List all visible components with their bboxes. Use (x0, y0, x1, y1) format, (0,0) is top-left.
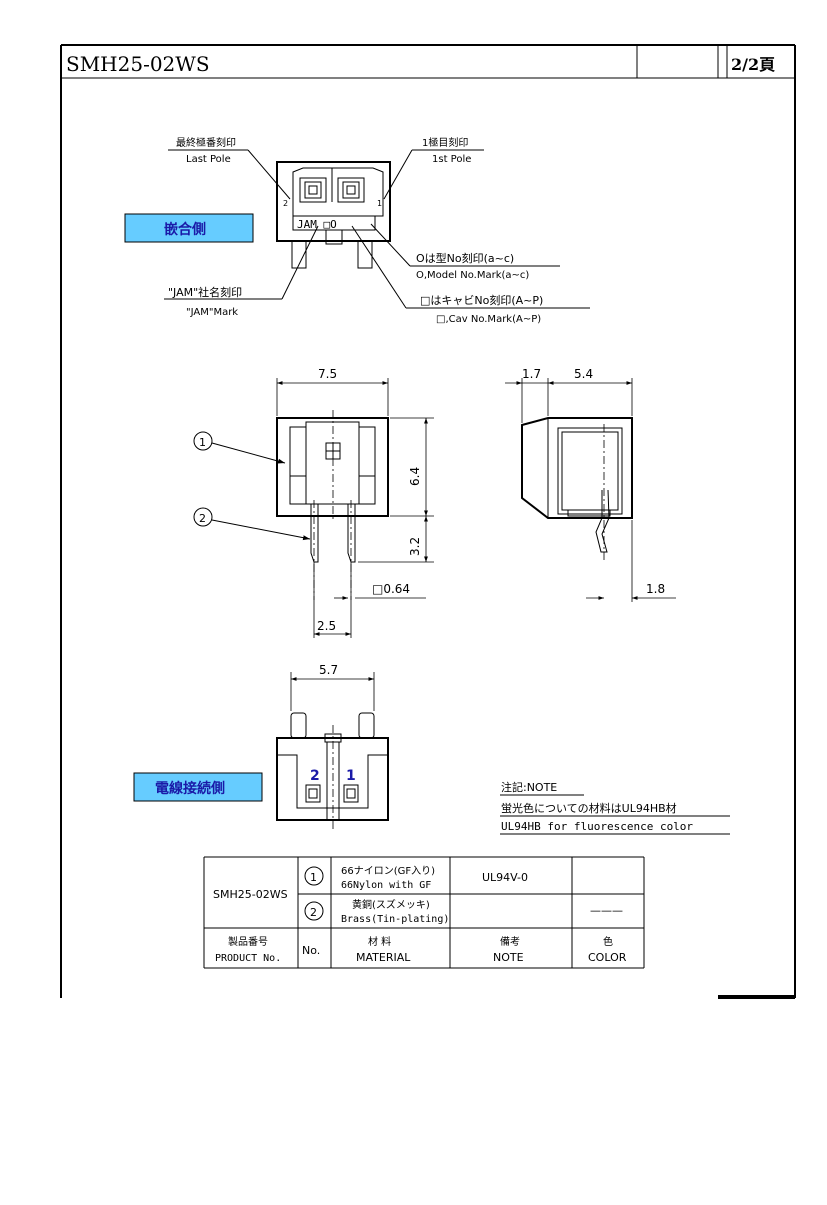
header-product-jp: 製品番号 (228, 935, 268, 948)
wire-side-dimensions: 5.7 電線接続側 (133, 663, 375, 802)
dim-pitch: 2.5 (317, 619, 336, 633)
face-marking: JAM □O (297, 218, 337, 231)
jam-mark-jp: "JAM"社名刻印 (168, 285, 242, 299)
dim-bottom-width: 5.7 (319, 663, 338, 677)
header-no: No. (302, 944, 320, 957)
front-view-dimensions: 7.5 6.4 3.2 □0.64 2.5 1 2 (193, 367, 434, 638)
row1-no: 1 (310, 871, 317, 884)
side-view (521, 417, 633, 560)
first-pole-en: 1st Pole (432, 154, 471, 165)
pin-number-2: 2 (310, 768, 320, 784)
dim-side-c: 1.8 (646, 582, 665, 596)
pole-mark-last: 2 (283, 199, 288, 208)
wire-side-label: 電線接続側 (155, 780, 225, 797)
dim-pin-square: □0.64 (372, 582, 410, 596)
table-product-number: SMH25-02WS (213, 888, 288, 901)
cav-mark-jp: □はキャビNo刻印(A~P) (420, 293, 543, 307)
dim-side-a: 1.7 (522, 367, 541, 381)
material-table: SMH25-02WS 1 66ナイロン(GF入り) 66Nylon with G… (203, 856, 645, 969)
first-pole-jp: 1極目刻印 (422, 136, 468, 149)
dim-body-height: 6.4 (408, 467, 422, 486)
header-note-jp: 備考 (500, 935, 520, 948)
title-block: SMH25-02WS 2/2頁 (60, 44, 796, 999)
cav-mark-en: □,Cav No.Mark(A~P) (436, 314, 541, 325)
note-line-jp: 蛍光色についての材料はUL94HB材 (501, 801, 677, 815)
callout-1: 1 (199, 436, 206, 449)
note-title: 注記:NOTE (501, 780, 557, 794)
last-pole-jp: 最終極番刻印 (176, 136, 236, 149)
header-material-jp: 材 料 (368, 935, 391, 948)
row1-note: UL94V-0 (482, 871, 528, 884)
wire-side-tag (133, 772, 263, 802)
row2-color: ——— (590, 904, 623, 917)
row2-no: 2 (310, 906, 317, 919)
note-block: 注記:NOTE 蛍光色についての材料はUL94HB材 UL94HB for fl… (500, 780, 730, 835)
jam-mark-en: "JAM"Mark (186, 307, 238, 318)
note-line-en: UL94HB for fluorescence color (501, 820, 693, 833)
callout-2: 2 (199, 512, 206, 525)
last-pole-en: Last Pole (186, 154, 231, 165)
page-number: 2/2頁 (731, 55, 775, 74)
model-mark-jp: Oは型No刻印(a~c) (416, 251, 514, 265)
dim-pin-height: 3.2 (408, 537, 422, 556)
pin-number-1: 1 (346, 768, 356, 784)
row1-material-jp: 66ナイロン(GF入り) (341, 865, 435, 877)
header-color-jp: 色 (603, 935, 613, 948)
model-mark-en: O,Model No.Mark(a~c) (416, 270, 529, 281)
row2-material-jp: 黄銅(スズメッキ) (352, 898, 430, 911)
header-note-en: NOTE (493, 951, 524, 964)
mating-side-tag (124, 213, 254, 243)
mating-side-label: 嵌合側 (164, 221, 206, 238)
header-material-en: MATERIAL (356, 951, 411, 964)
part-number-title: SMH25-02WS (66, 52, 210, 76)
header-product-en: PRODUCT No. (215, 953, 281, 964)
side-view-dimensions: 1.7 5.4 1.8 (505, 367, 676, 602)
header-color-en: COLOR (588, 951, 627, 964)
row2-material-en: Brass(Tin-plating) (341, 914, 449, 925)
dim-side-b: 5.4 (574, 367, 593, 381)
wire-side-view: 2 1 (276, 712, 389, 830)
front-view (276, 410, 389, 600)
dim-width: 7.5 (318, 367, 337, 381)
mating-callouts: 最終極番刻印 Last Pole 1極目刻印 1st Pole 嵌合側 Oは型N… (124, 136, 590, 325)
mating-side-view: JAM □O 2 1 (276, 161, 391, 269)
row1-material-en: 66Nylon with GF (341, 880, 431, 891)
pole-mark-first: 1 (377, 199, 382, 208)
